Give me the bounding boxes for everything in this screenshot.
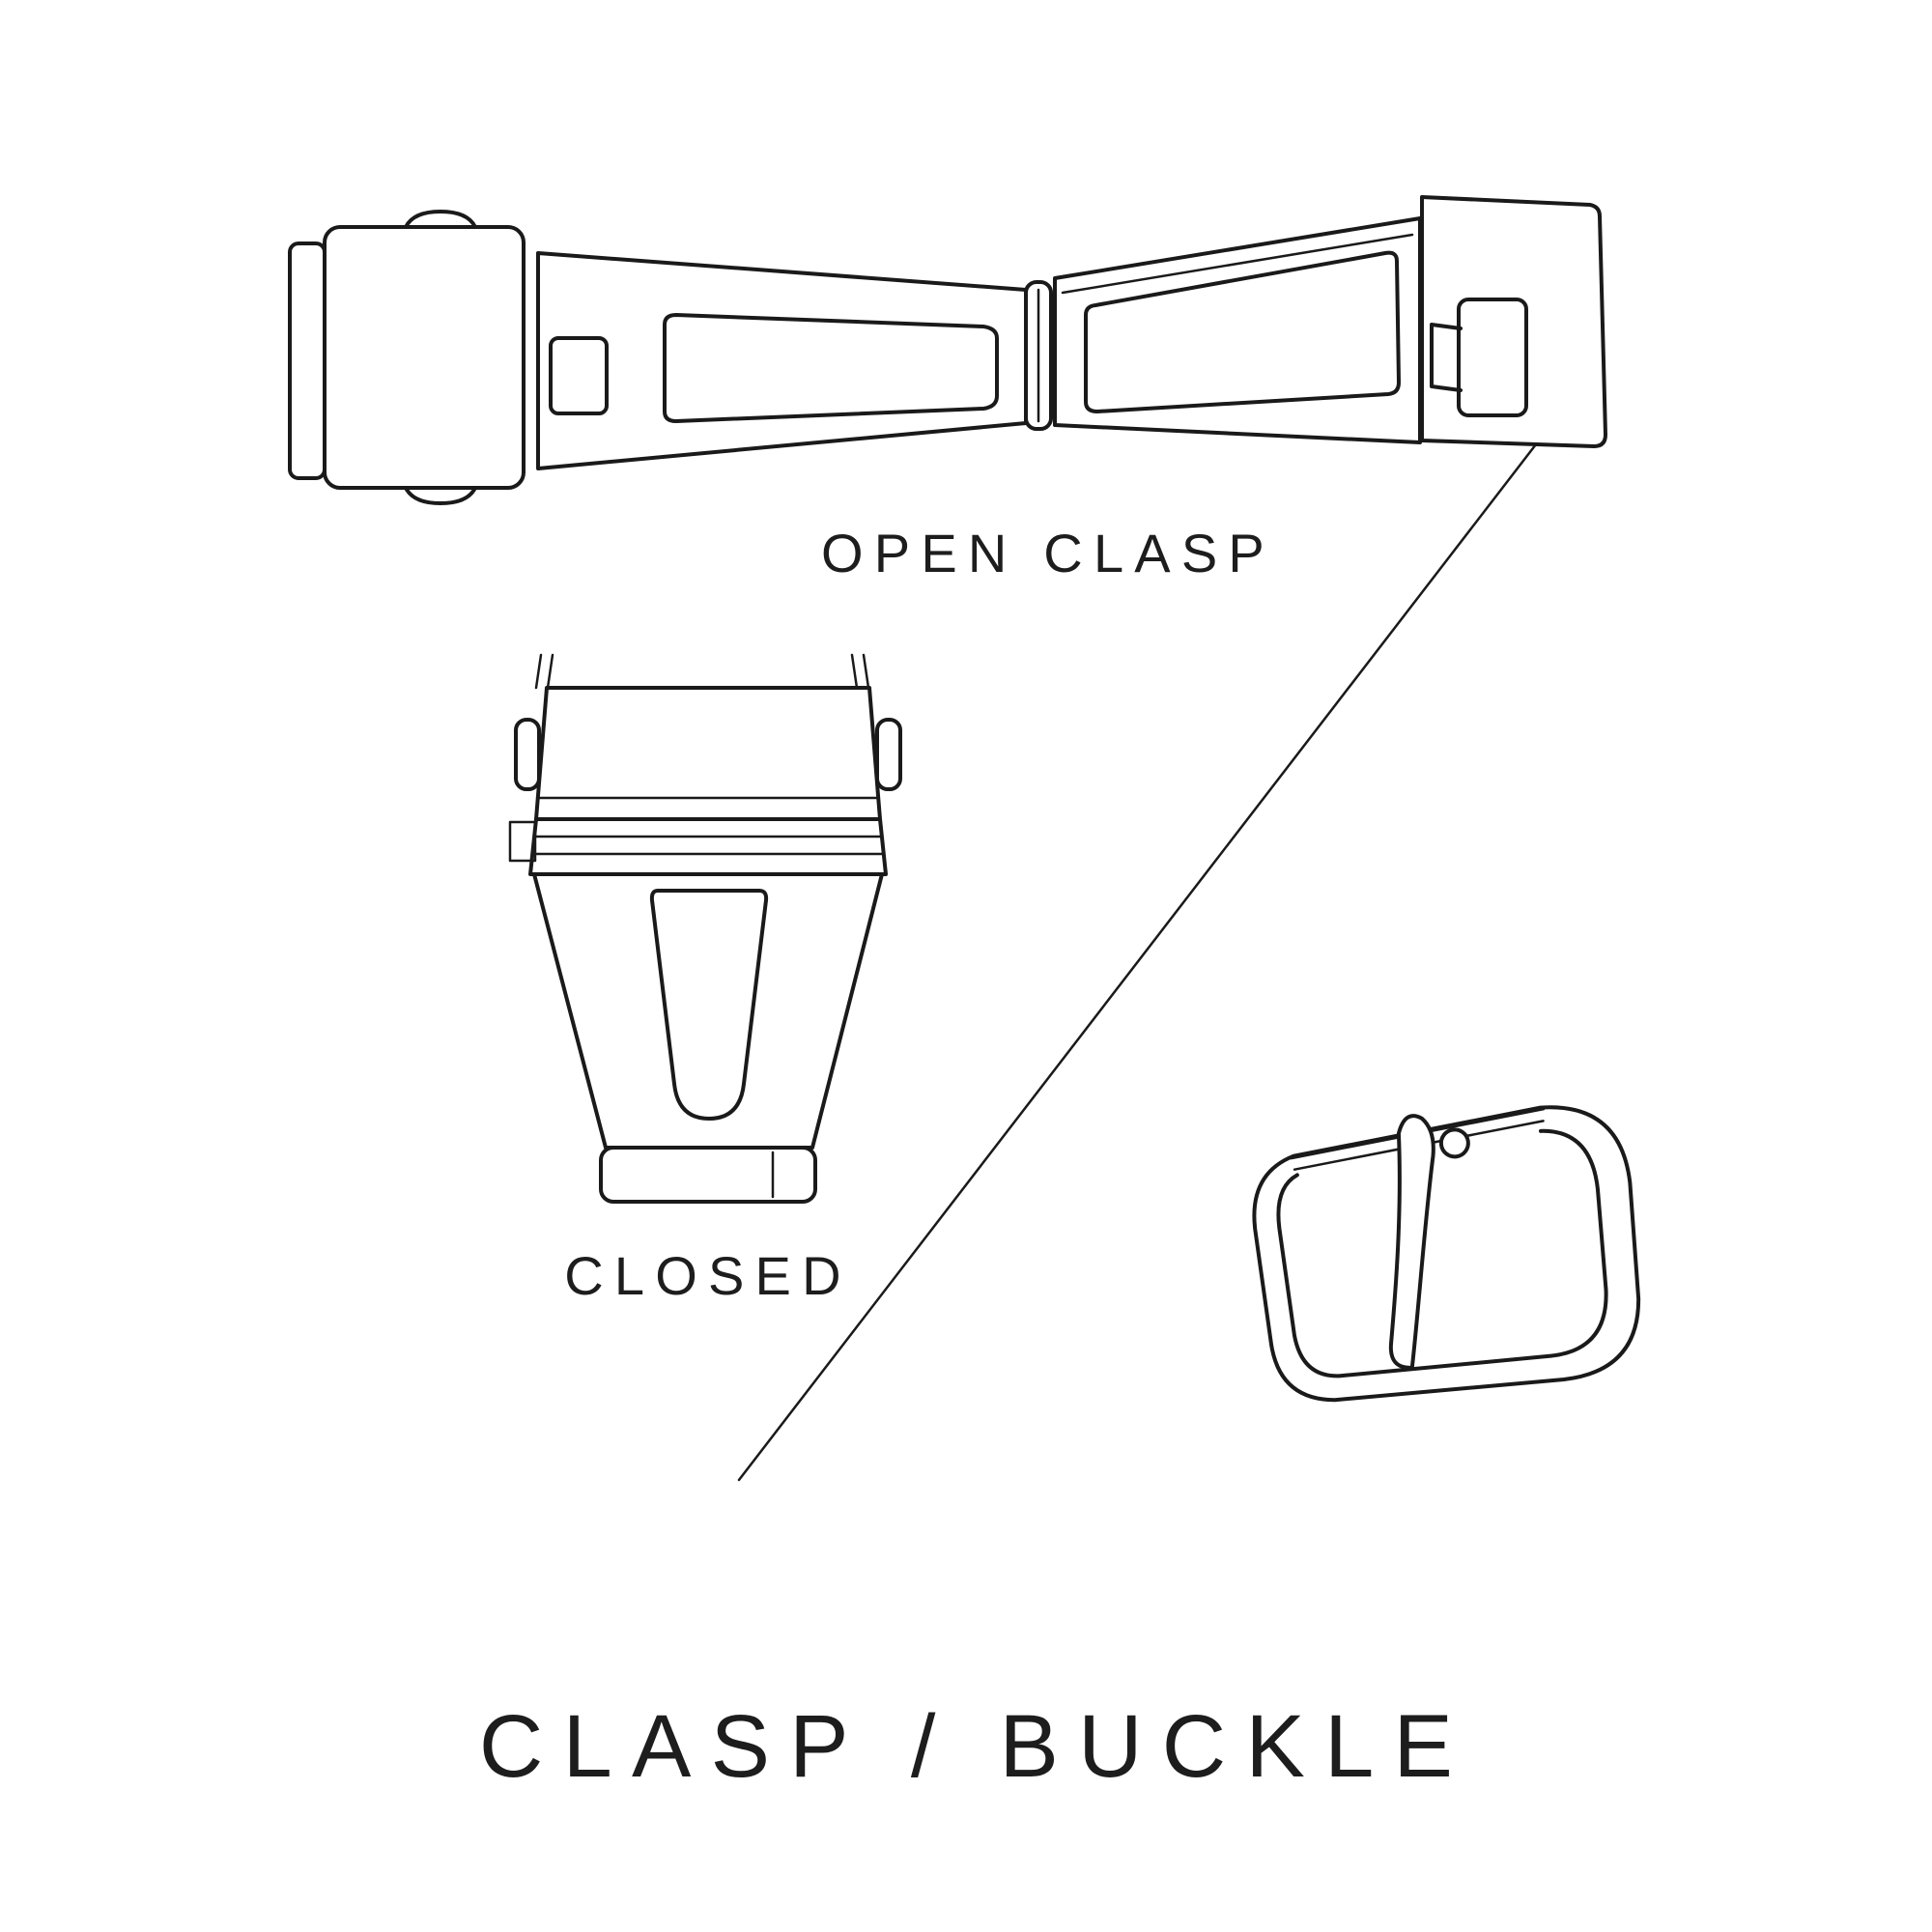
closed-clasp-prong — [534, 653, 543, 690]
closed-clasp-inner-outline — [649, 889, 769, 1121]
buckle-inner-opening — [1276, 1128, 1608, 1378]
open-clasp-hinge — [1024, 280, 1053, 431]
open-clasp-top-bump — [404, 210, 477, 229]
open-clasp-label: OPEN CLASP — [821, 523, 1275, 583]
buckle-tongue-loop — [1438, 1127, 1470, 1159]
closed-label: CLOSED — [564, 1245, 852, 1306]
open-clasp-catch-hole — [549, 336, 609, 415]
pin-buckle-illustration — [1252, 1105, 1641, 1403]
open-clasp-illustration — [288, 195, 1607, 505]
closed-clasp-prong — [546, 653, 554, 690]
open-clasp-left-blade — [536, 251, 1028, 470]
closed-clasp-left-notch — [508, 820, 537, 863]
closed-clasp-bands — [528, 817, 888, 876]
closed-clasp-right-ear — [875, 718, 902, 791]
open-clasp-end-hook — [1430, 323, 1463, 392]
open-clasp-end-catch — [1457, 298, 1528, 417]
open-clasp-bottom-bump — [404, 486, 477, 505]
open-clasp-end-section — [1420, 195, 1607, 448]
open-clasp-right-inner-outline — [1084, 250, 1401, 413]
open-clasp-end-cap — [323, 225, 526, 490]
closed-clasp-prong — [862, 653, 870, 690]
open-clasp-right-blade — [1053, 216, 1422, 444]
open-clasp-right-top-line — [1061, 233, 1414, 295]
diagonal-divider-line — [737, 442, 1538, 1482]
closed-clasp-top-block — [534, 686, 882, 821]
closed-clasp-prong — [850, 653, 859, 690]
closed-clasp-illustration — [508, 653, 902, 1204]
buckle-outer-frame — [1252, 1105, 1641, 1403]
closed-clasp-left-ear — [514, 718, 541, 791]
closed-clasp-bottom-cap — [599, 1146, 817, 1204]
open-clasp-end-strip — [288, 242, 327, 480]
page-title: CLASP / BUCKLE — [478, 1697, 1473, 1796]
closed-clasp-body — [532, 872, 884, 1150]
buckle-tongue — [1388, 1114, 1435, 1370]
open-clasp-left-inner-outline — [663, 313, 999, 423]
